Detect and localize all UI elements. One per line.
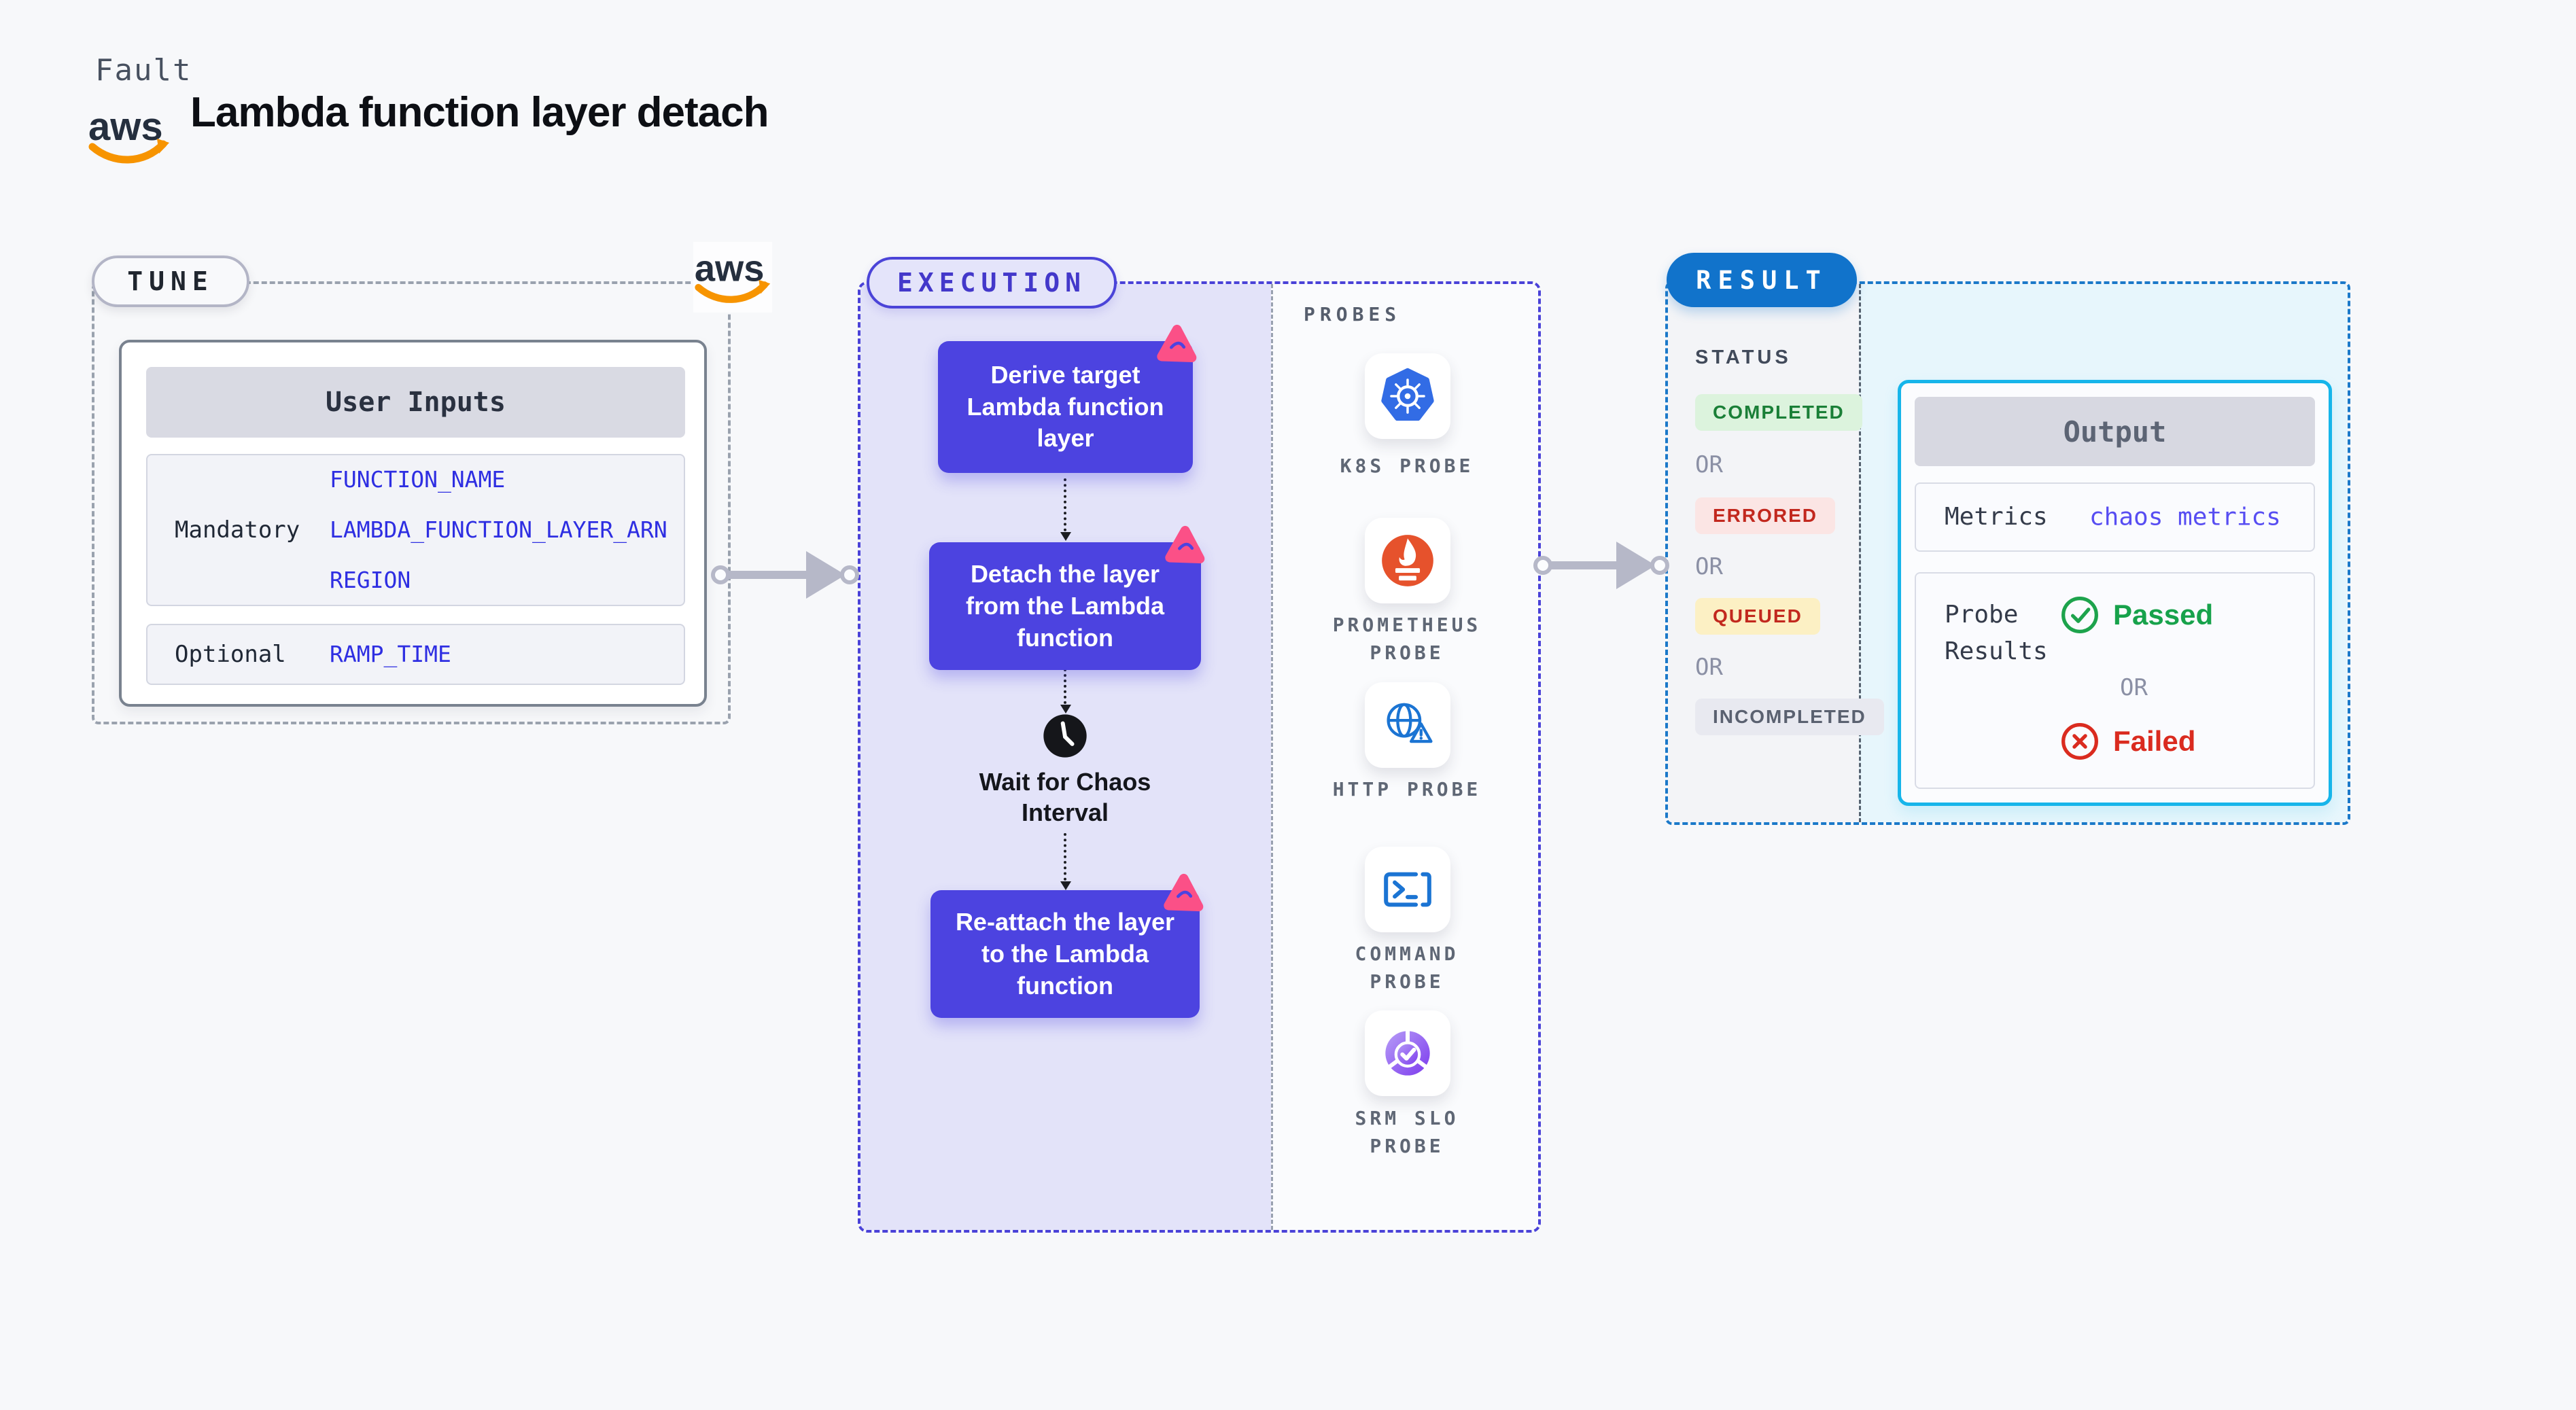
status-title: STATUS bbox=[1695, 347, 1792, 368]
step-reattach-layer-label: Re-attach the layer to the Lambda functi… bbox=[955, 908, 1175, 1000]
mandatory-label: Mandatory bbox=[175, 516, 300, 544]
failed-label: Failed bbox=[2113, 725, 2196, 757]
aws-logo: aws bbox=[88, 105, 169, 164]
fault-kicker: Fault bbox=[95, 53, 192, 88]
tune-section-box bbox=[92, 281, 731, 724]
or-separator: OR bbox=[2120, 674, 2148, 701]
probe-card-prometheus bbox=[1365, 518, 1450, 603]
step-detach-layer: Detach the layer from the Lambda functio… bbox=[929, 525, 1205, 671]
user-inputs-table: User Inputs Mandatory FUNCTION_NAME LAMB… bbox=[119, 340, 707, 707]
probe-results-label: Probe Results bbox=[1945, 601, 2048, 665]
input-lambda-function-layer-arn: LAMBDA_FUNCTION_LAYER_ARN bbox=[330, 516, 667, 543]
output-header: Output bbox=[1915, 397, 2315, 466]
flow-connector bbox=[1060, 478, 1071, 541]
check-circle-icon bbox=[2061, 597, 2098, 633]
input-ramp-time: RAMP_TIME bbox=[330, 641, 451, 667]
optional-label: Optional bbox=[175, 641, 286, 668]
terminal-icon bbox=[1384, 872, 1431, 907]
execution-pill: EXECUTION bbox=[867, 257, 1117, 309]
probe-card-srm-slo bbox=[1365, 1010, 1450, 1096]
probe-card-http bbox=[1365, 682, 1450, 768]
probe-card-command bbox=[1365, 847, 1450, 932]
or-separator: OR bbox=[1695, 553, 1723, 580]
probe-card-k8s bbox=[1365, 353, 1450, 439]
arrow-tune-to-execution bbox=[711, 550, 859, 599]
aws-logo-text: aws bbox=[88, 105, 163, 149]
optional-values: RAMP_TIME bbox=[330, 629, 451, 680]
passed-label: Passed bbox=[2113, 599, 2214, 631]
prometheus-icon bbox=[1382, 535, 1433, 586]
input-region: REGION bbox=[330, 567, 411, 593]
result-pill: RESULT bbox=[1667, 253, 1857, 307]
chaos-fault-icon bbox=[1164, 873, 1204, 912]
metrics-row: Metrics chaos metrics bbox=[1915, 482, 2315, 552]
metrics-value: chaos metrics bbox=[2089, 503, 2281, 531]
status-badge-queued: QUEUED bbox=[1695, 598, 1820, 635]
output-table: Output Metrics chaos metrics Probe Resul… bbox=[1898, 380, 2332, 806]
status-badge-completed: COMPLETED bbox=[1695, 394, 1862, 431]
chaos-fault-icon bbox=[1157, 324, 1197, 363]
tune-pill: TUNE bbox=[92, 255, 249, 307]
page-title: Lambda function layer detach bbox=[190, 89, 769, 136]
arrow-execution-to-result bbox=[1533, 542, 1669, 589]
x-circle-icon bbox=[2061, 723, 2098, 760]
aws-smile-icon bbox=[88, 140, 167, 164]
probe-label-command: COMMAND PROBE bbox=[1355, 942, 1459, 993]
aws-logo-small: aws bbox=[693, 242, 772, 313]
mandatory-values: FUNCTION_NAME LAMBDA_FUNCTION_LAYER_ARN … bbox=[330, 455, 667, 605]
probe-label-prometheus: PROMETHEUS PROBE bbox=[1332, 614, 1482, 664]
arrow-start-node bbox=[711, 565, 730, 584]
chaos-fault-icon bbox=[1165, 525, 1205, 564]
step-derive-layer-label: Derive target Lambda function layer bbox=[967, 360, 1164, 453]
input-function-name: FUNCTION_NAME bbox=[330, 466, 506, 493]
http-globe-icon bbox=[1387, 703, 1433, 743]
arrow-end-node bbox=[1650, 556, 1669, 575]
probes-title: PROBES bbox=[1304, 303, 1402, 325]
arrow-start-node bbox=[1533, 556, 1552, 575]
probe-label-k8s: K8S PROBE bbox=[1340, 455, 1474, 477]
optional-row: Optional RAMP_TIME bbox=[146, 624, 685, 685]
mandatory-row: Mandatory FUNCTION_NAME LAMBDA_FUNCTION_… bbox=[146, 454, 685, 606]
step-reattach-layer: Re-attach the layer to the Lambda functi… bbox=[930, 873, 1204, 1019]
status-badge-incompleted: INCOMPLETED bbox=[1695, 699, 1884, 735]
metrics-label: Metrics bbox=[1945, 503, 2048, 531]
svg-text:aws: aws bbox=[695, 249, 765, 289]
status-badge-errored: ERRORED bbox=[1695, 497, 1836, 534]
probe-label-http: HTTP PROBE bbox=[1332, 778, 1482, 800]
wait-for-chaos-label: Wait for Chaos Interval bbox=[979, 768, 1151, 826]
slo-pie-icon bbox=[1385, 1029, 1430, 1076]
clock-icon bbox=[1043, 714, 1087, 758]
arrow-head-icon bbox=[1616, 542, 1656, 589]
probe-label-srm-slo: SRM SLO PROBE bbox=[1355, 1107, 1459, 1157]
user-inputs-header: User Inputs bbox=[146, 367, 685, 438]
probe-result-failed: Failed bbox=[2060, 722, 2195, 761]
step-derive-layer: Derive target Lambda function layer bbox=[938, 324, 1197, 473]
or-separator: OR bbox=[1695, 451, 1723, 478]
probe-results-row: Probe Results Passed OR Failed bbox=[1915, 572, 2315, 789]
arrow-end-node bbox=[840, 565, 859, 584]
or-separator: OR bbox=[1695, 654, 1723, 681]
flow-connector bbox=[1060, 833, 1071, 890]
flow-connector bbox=[1060, 647, 1071, 713]
arrow-head-icon bbox=[806, 551, 846, 599]
kubernetes-icon bbox=[1381, 368, 1434, 421]
step-detach-layer-label: Detach the layer from the Lambda functio… bbox=[965, 560, 1165, 652]
probe-result-passed: Passed bbox=[2060, 595, 2213, 635]
